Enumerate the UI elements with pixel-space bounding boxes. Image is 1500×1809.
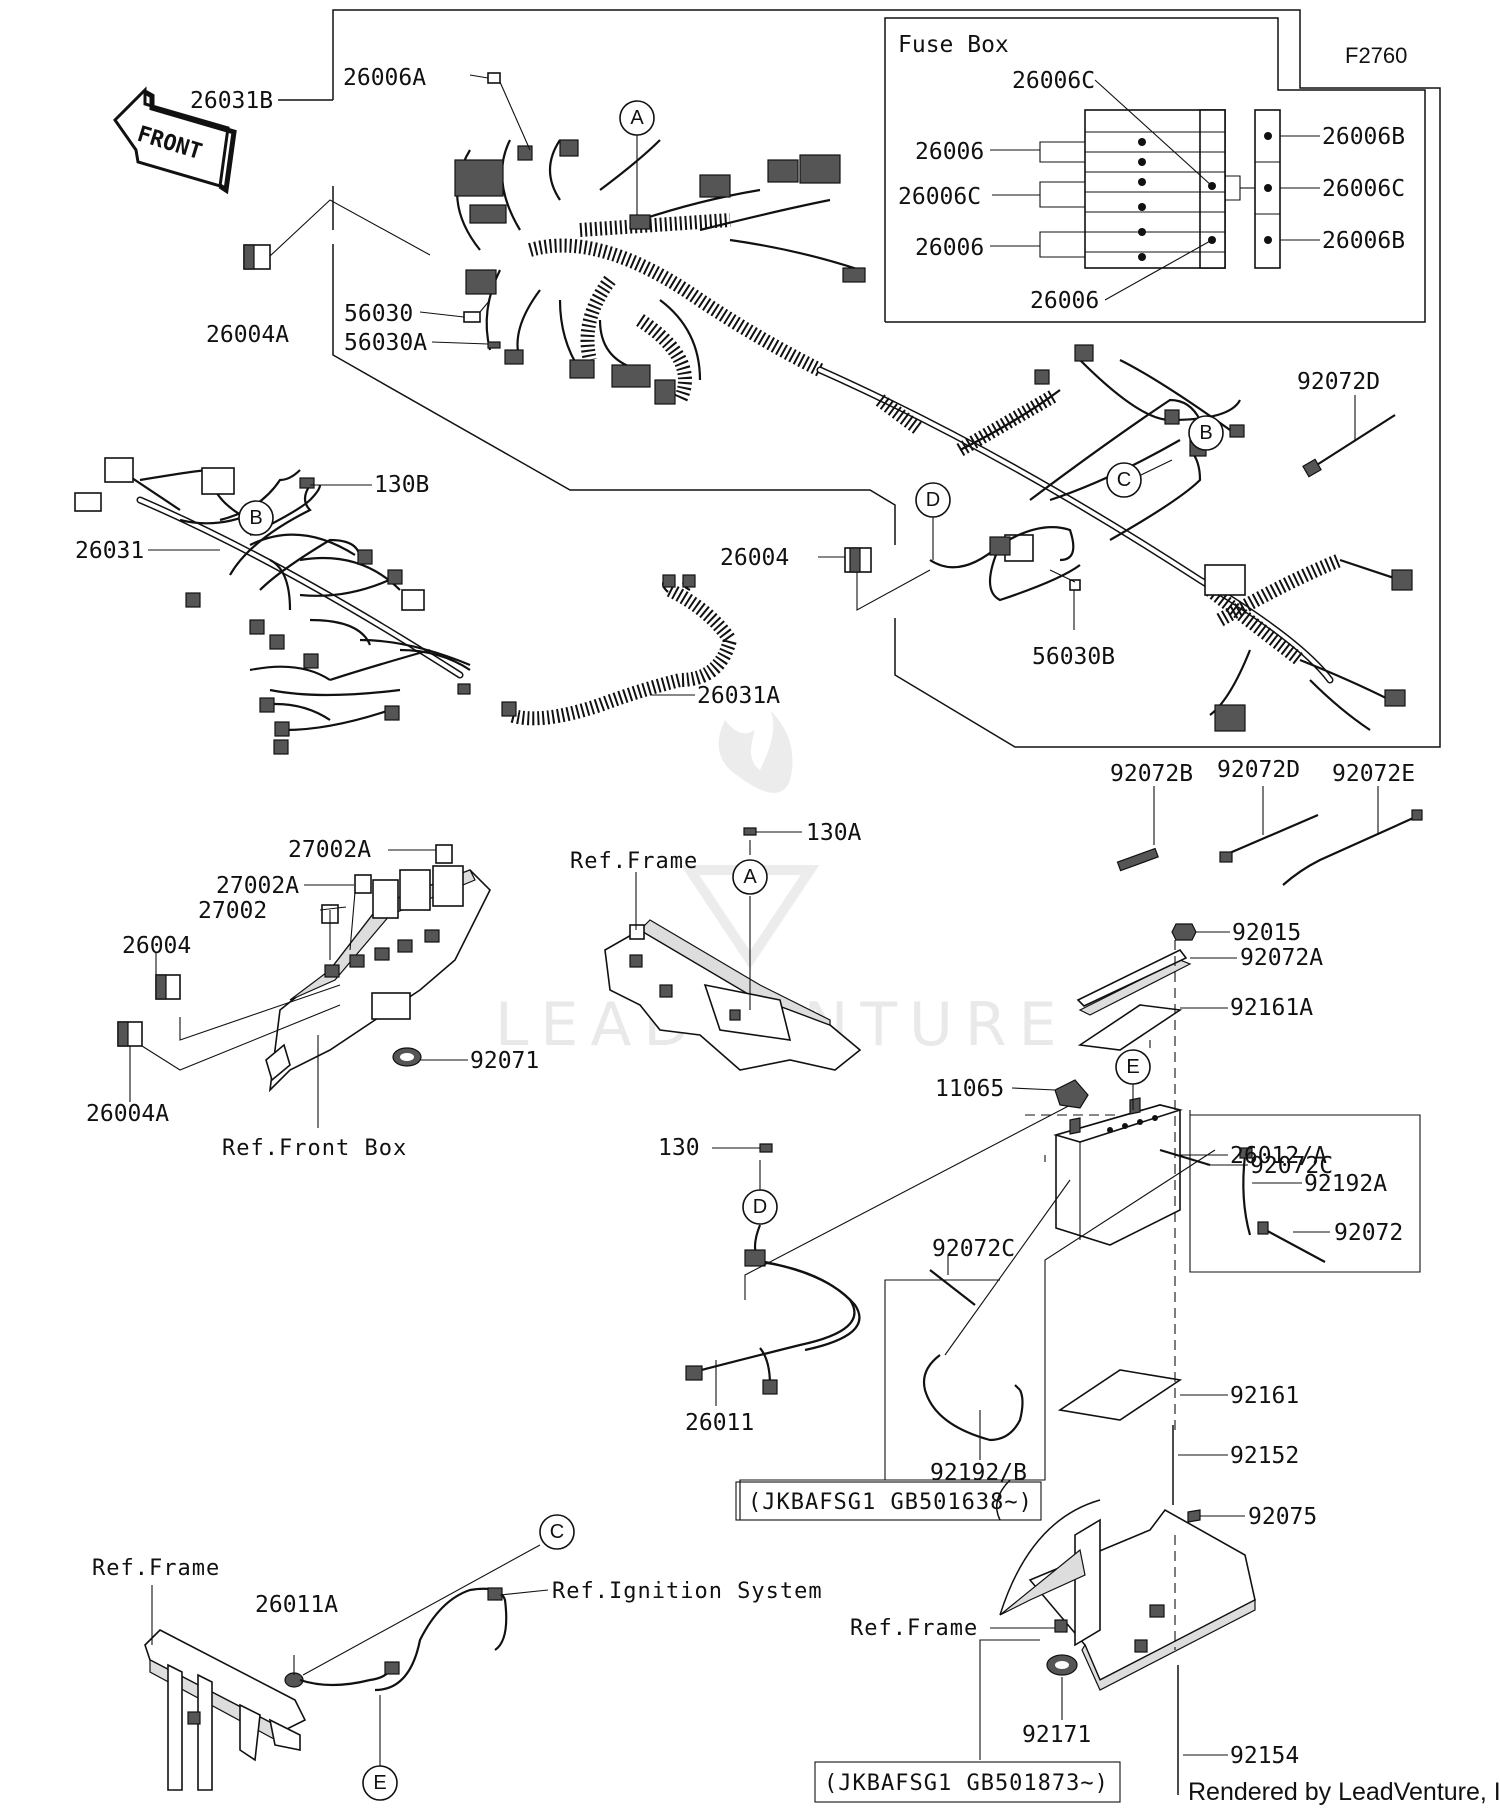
label-92072E: 92072E — [1332, 761, 1415, 787]
label-92072C-a: 92072C — [1250, 1153, 1333, 1179]
callout-c-lower-text: C — [550, 1521, 564, 1543]
label-92161A: 92161A — [1230, 995, 1313, 1021]
serial-note-2: (JKBAFSG1 GB501873~) — [824, 1771, 1109, 1796]
label-92072D-top: 92072D — [1297, 369, 1380, 395]
callout-b-right-text: B — [1199, 422, 1212, 444]
label-92072: 92072 — [1334, 1220, 1403, 1246]
label-92192B: 92192/B — [930, 1460, 1027, 1486]
label-26011A: 26011A — [255, 1592, 338, 1618]
label-130A: 130A — [806, 820, 862, 846]
front-box-assembly: 27002A 27002A 27002 26004 26004A 92071 R… — [86, 837, 539, 1161]
fuse-label-26006B-1: 26006B — [1322, 124, 1405, 150]
label-130: 130 — [658, 1135, 700, 1161]
credit-text: Rendered by LeadVenture, Inc. — [1188, 1778, 1500, 1806]
top-left-parts: 26031B 26006A 26004A 56030 56030A — [190, 65, 531, 356]
label-92071: 92071 — [470, 1048, 539, 1074]
label-92161: 92161 — [1230, 1383, 1299, 1409]
callout-b-left-text: B — [249, 507, 262, 529]
label-92072C-b: 92072C — [932, 1236, 1015, 1262]
fuse-label-26006C-right: 26006C — [1322, 176, 1405, 202]
label-92152: 92152 — [1230, 1443, 1299, 1469]
label-26011: 26011 — [685, 1410, 754, 1436]
label-27002A-2: 27002A — [216, 873, 299, 899]
fuse-label-26006C-mid: 26006C — [898, 184, 981, 210]
label-26004A-top: 26004A — [206, 322, 289, 348]
fuse-label-26006-3: 26006 — [1030, 288, 1099, 314]
callout-e-right-text: E — [1126, 1056, 1139, 1078]
label-26004A-left: 26004A — [86, 1101, 169, 1127]
label-56030B: 56030B — [1032, 644, 1115, 670]
ref-front-box: Ref.Front Box — [222, 1136, 407, 1161]
label-92171: 92171 — [1022, 1722, 1091, 1748]
label-92072A: 92072A — [1240, 945, 1323, 971]
fuse-box: Fuse Box 2600 — [884, 17, 1426, 323]
label-26012A: 26012/A — [1230, 1143, 1327, 1169]
front-arrow-icon: FRONT — [113, 86, 237, 195]
fuse-label-26006-1: 26006 — [915, 139, 984, 165]
label-92192A: 92192A — [1304, 1171, 1387, 1197]
label-26004-mid: 26004 — [720, 545, 789, 571]
label-26006A: 26006A — [343, 65, 426, 91]
battery-assembly: E — [735, 920, 1421, 1803]
callout-d-lower-text: D — [753, 1196, 767, 1218]
ref-frame-mid: Ref.Frame — [570, 849, 698, 874]
harness-right-callouts: B C D 92072D 26004 56030B — [720, 369, 1396, 670]
mid-frame-assembly: A 130A Ref.Frame — [570, 820, 862, 1071]
ref-ignition-system: Ref.Ignition System — [552, 1579, 823, 1604]
label-27002: 27002 — [198, 898, 267, 924]
callout-d-right-text: D — [926, 489, 940, 511]
label-26031: 26031 — [75, 538, 144, 564]
label-26031A: 26031A — [697, 683, 780, 709]
label-26004-left: 26004 — [122, 933, 191, 959]
fuse-box-title: Fuse Box — [898, 32, 1009, 58]
label-130B: 130B — [374, 472, 429, 498]
callout-a-top: A — [619, 100, 655, 215]
label-56030A: 56030A — [344, 330, 427, 356]
callout-e-lower-text: E — [373, 1772, 386, 1794]
label-26031B: 26031B — [190, 88, 273, 114]
main-harness-outline — [278, 9, 1441, 748]
callout-a-top-text: A — [630, 107, 644, 129]
main-wire-harness — [454, 139, 1413, 732]
label-92072B: 92072B — [1110, 761, 1193, 787]
label-92015: 92015 — [1232, 920, 1301, 946]
label-92154: 92154 — [1230, 1743, 1299, 1769]
lower-left-frame: C E 26011A Ref.Frame Ref.Ignition System — [92, 1514, 823, 1801]
cable-26011: D 130 26011 — [658, 1099, 1081, 1436]
label-92075: 92075 — [1248, 1504, 1317, 1530]
label-27002A-1: 27002A — [288, 837, 371, 863]
callout-c-right-text: C — [1117, 469, 1131, 491]
label-92072D-mid: 92072D — [1217, 757, 1300, 783]
fuse-label-26006-2: 26006 — [915, 235, 984, 261]
ref-frame-right: Ref.Frame — [850, 1616, 978, 1641]
cable-ties-row: 92072B 92072D 92072E — [1110, 757, 1423, 886]
fuse-label-26006C-top: 26006C — [1012, 68, 1095, 94]
label-56030: 56030 — [344, 301, 413, 327]
label-11065: 11065 — [935, 1076, 1004, 1102]
figure-code: F2760 — [1345, 43, 1407, 68]
fuse-label-26006B-2: 26006B — [1322, 228, 1405, 254]
ref-frame-left: Ref.Frame — [92, 1556, 220, 1581]
serial-note-1: (JKBAFSG1 GB501638~) — [748, 1490, 1033, 1515]
callout-a-mid-text: A — [743, 866, 757, 888]
harness-26031: B 130B 26031 — [74, 457, 471, 755]
harness-26031A: 26031A — [501, 574, 780, 726]
